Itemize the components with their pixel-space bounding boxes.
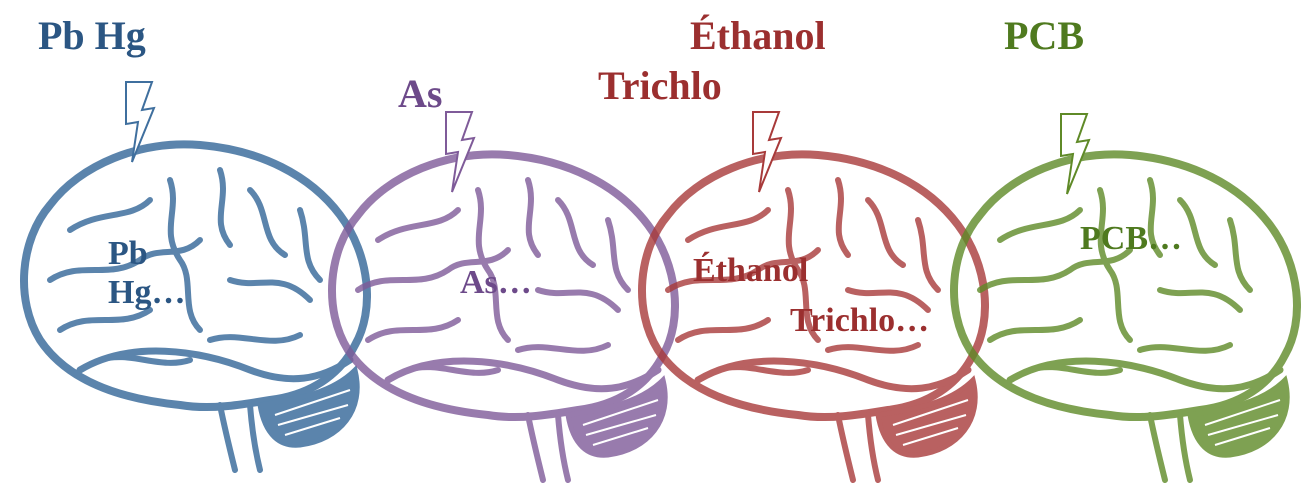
inner-label-pb-hg: Pb Hg… — [108, 234, 185, 312]
top-label-ethanol: Éthanol — [690, 16, 826, 56]
brain-icon-pcb — [954, 154, 1297, 480]
brain-icon-as — [332, 154, 675, 480]
inner-label-ethanol: Éthanol — [693, 254, 808, 288]
top-label-pb-hg: Pb Hg — [38, 16, 146, 56]
inner-label-pcb: PCB… — [1080, 222, 1182, 256]
top-label-pcb: PCB — [1004, 16, 1084, 56]
inner-label-trichlo: Trichlo… — [790, 304, 929, 338]
top-label-trichlo: Trichlo — [598, 66, 722, 106]
top-label-as: As — [398, 74, 442, 114]
brain-icon-pb-hg — [24, 144, 367, 470]
inner-label-as: As… — [460, 266, 532, 300]
